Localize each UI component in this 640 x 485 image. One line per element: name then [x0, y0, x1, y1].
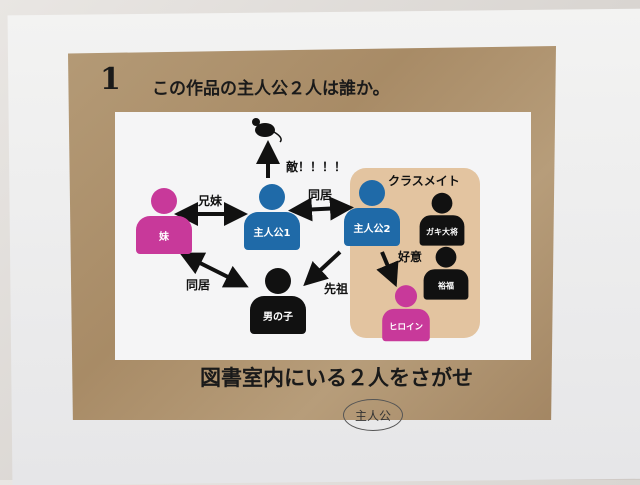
person-protagonist-1: 主人公1 — [244, 184, 300, 252]
arrow-cohabit-2 — [179, 252, 249, 288]
arrow-cohabit-1 — [288, 196, 354, 222]
arrow-ancestor — [303, 250, 342, 287]
label-ancestor: 先祖 — [324, 282, 349, 296]
label-cohabit-1: 同居 — [308, 188, 333, 202]
question-number: 1 — [100, 62, 121, 97]
rat-icon — [252, 118, 282, 143]
person-heroine: ヒロイン — [382, 285, 430, 343]
arrow-affection — [376, 251, 399, 288]
label-siblings: 兄妹 — [198, 194, 223, 208]
person-boy: 男の子 — [250, 268, 306, 336]
person-rich: 裕福 — [423, 246, 469, 301]
person-bully: ガキ大将 — [419, 192, 465, 247]
handwritten-note: 主人公 — [343, 399, 403, 431]
person-protagonist-2: 主人公2 — [344, 180, 400, 248]
instruction-text: 図書室内にいる２人をさがせ — [200, 366, 473, 390]
label-affection: 好意 — [398, 250, 423, 264]
label-cohabit-2: 同居 — [186, 278, 211, 292]
label-enemy: 敵！！！！ — [286, 160, 347, 174]
question-text: この作品の主人公２人は誰か。 — [152, 79, 390, 99]
classmate-label: クラスメイト — [388, 174, 460, 188]
person-sister: 妹 — [136, 188, 192, 256]
